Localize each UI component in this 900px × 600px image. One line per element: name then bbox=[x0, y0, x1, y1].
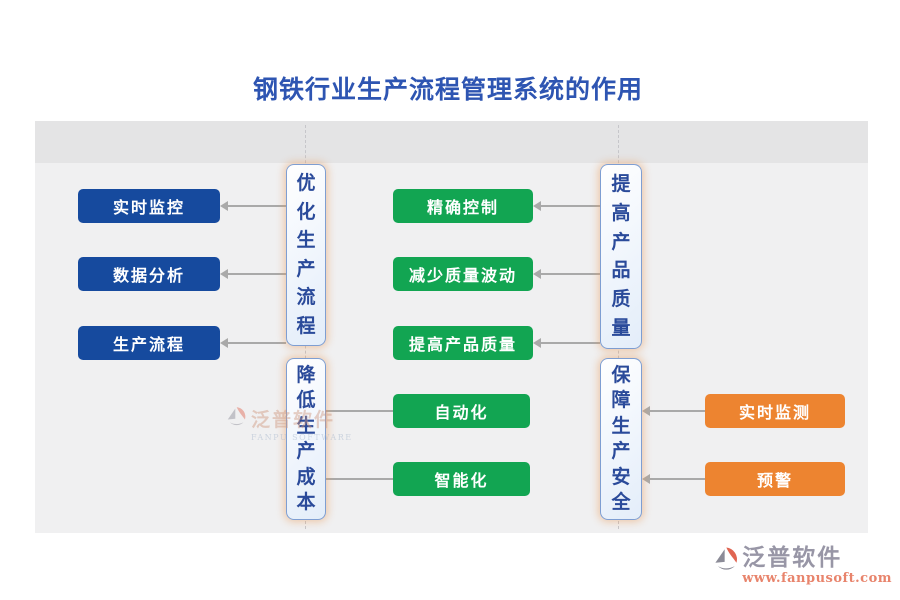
diagram-canvas: 优化生产流程 降低生产成本 提高产品质量 保障生产安全 实时监控 数据分析 生产… bbox=[35, 121, 868, 533]
arrow-left-icon bbox=[533, 338, 541, 348]
connector-line bbox=[650, 410, 705, 412]
arrow-left-icon bbox=[642, 406, 650, 416]
connector-line bbox=[326, 478, 393, 480]
item-improve-product-quality: 提高产品质量 bbox=[393, 326, 533, 360]
arrow-left-icon bbox=[533, 269, 541, 279]
connector-line bbox=[228, 273, 286, 275]
item-realtime-detection: 实时监测 bbox=[705, 394, 845, 428]
header-band bbox=[35, 121, 868, 163]
hub-reduce-production-cost: 降低生产成本 bbox=[286, 358, 326, 520]
hub-improve-product-quality: 提高产品质量 bbox=[600, 164, 642, 349]
fanpu-logo-icon bbox=[227, 407, 246, 426]
item-intelligence: 智能化 bbox=[393, 462, 530, 496]
brand-name: 泛普软件 bbox=[742, 544, 843, 571]
connector-line bbox=[650, 478, 705, 480]
arrow-left-icon bbox=[220, 338, 228, 348]
item-early-warning: 预警 bbox=[705, 462, 845, 496]
connector-line bbox=[541, 205, 600, 207]
page-title: 钢铁行业生产流程管理系统的作用 bbox=[252, 75, 643, 104]
brand-logo: 泛普软件 www.fanpusoft.com bbox=[712, 544, 892, 587]
arrow-left-icon bbox=[642, 474, 650, 484]
connector-line bbox=[326, 410, 393, 412]
item-precise-control: 精确控制 bbox=[393, 189, 533, 223]
connector-line bbox=[541, 273, 600, 275]
arrow-left-icon bbox=[220, 201, 228, 211]
item-reduce-quality-fluctuation: 减少质量波动 bbox=[393, 257, 533, 291]
arrow-left-icon bbox=[533, 201, 541, 211]
fanpu-logo-icon bbox=[715, 547, 738, 570]
item-automation: 自动化 bbox=[393, 394, 530, 428]
connector-line bbox=[541, 342, 600, 344]
hub-optimize-production-flow: 优化生产流程 bbox=[286, 164, 326, 346]
connector-line bbox=[228, 342, 286, 344]
item-data-analysis: 数据分析 bbox=[78, 257, 220, 291]
brand-url: www.fanpusoft.com bbox=[742, 571, 892, 587]
hub-ensure-production-safety: 保障生产安全 bbox=[600, 358, 642, 520]
item-production-flow: 生产流程 bbox=[78, 326, 220, 360]
connector-line bbox=[228, 205, 286, 207]
arrow-left-icon bbox=[220, 269, 228, 279]
item-realtime-monitoring: 实时监控 bbox=[78, 189, 220, 223]
